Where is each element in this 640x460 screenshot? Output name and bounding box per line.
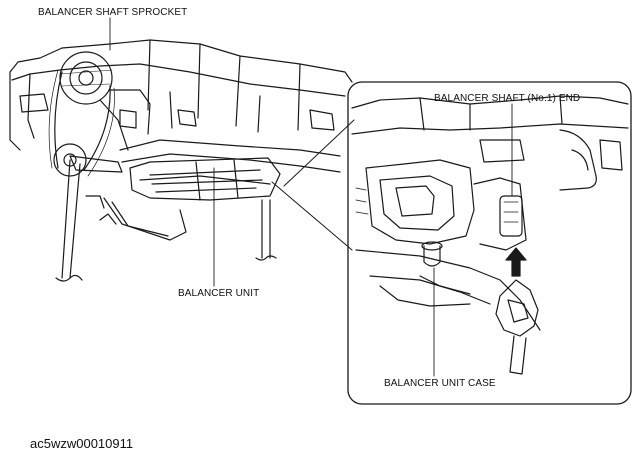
label-balancer-unit-case: BALANCER UNIT CASE [384, 378, 496, 389]
detail-drawing [351, 95, 629, 375]
label-balancer-shaft-sprocket: BALANCER SHAFT SPROCKET [38, 7, 188, 18]
callout-lines [271, 119, 355, 251]
detail-inset-frame [347, 81, 632, 405]
figure-reference-code: ac5wzw00010911 [30, 436, 134, 451]
label-balancer-shaft-end: BALANCER SHAFT (No.1) END [434, 93, 581, 104]
label-balancer-unit: BALANCER UNIT [178, 288, 260, 299]
engine-block-drawing [9, 39, 353, 282]
